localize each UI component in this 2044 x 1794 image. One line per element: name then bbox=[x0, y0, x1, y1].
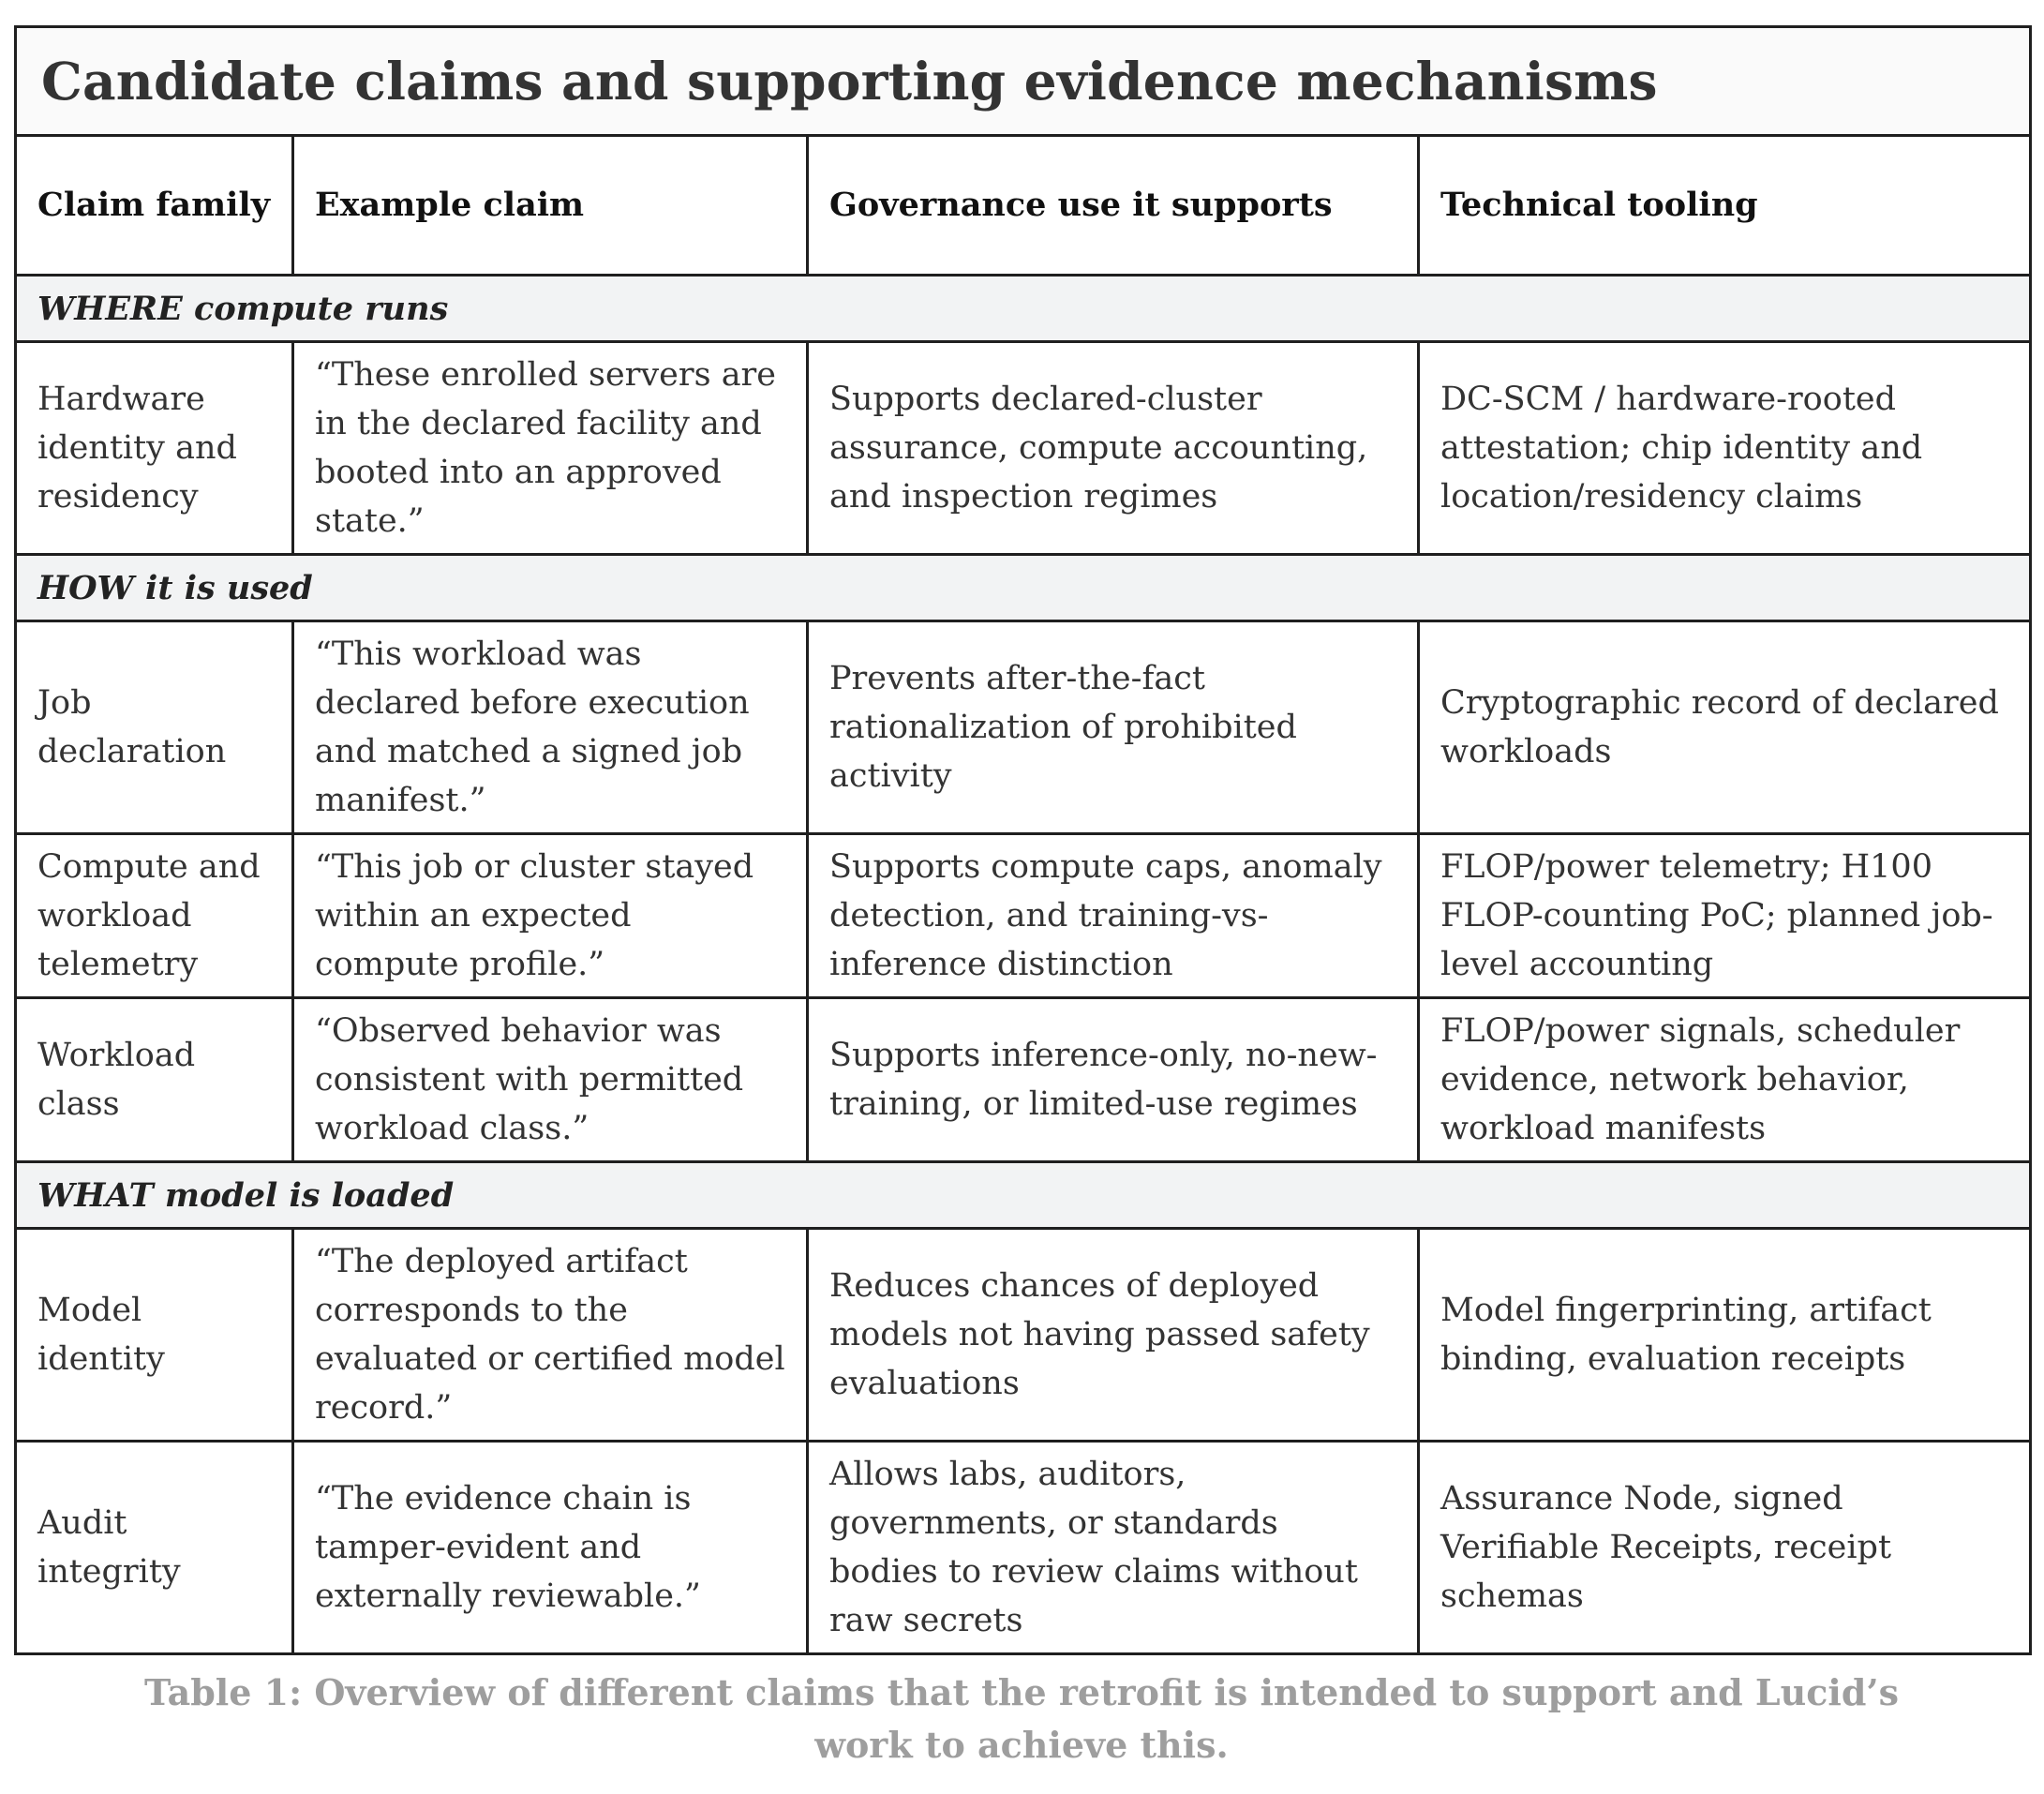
header-claim-family: Claim family bbox=[14, 134, 294, 277]
table-header-row: Claim family Example claim Governance us… bbox=[14, 134, 2032, 277]
example-claim-cell: “Observed behavior was consistent with p… bbox=[291, 996, 809, 1163]
section-row-where: WHERE compute runs bbox=[14, 274, 2032, 343]
claim-family-cell: Workload class bbox=[14, 996, 294, 1163]
claims-table: Candidate claims and supporting evidence… bbox=[14, 25, 2032, 1655]
table-title: Candidate claims and supporting evidence… bbox=[14, 25, 2032, 137]
governance-use-cell: Supports declared-cluster assurance, com… bbox=[806, 340, 1420, 556]
table-row: Hardware identity and residency “These e… bbox=[14, 340, 2032, 556]
governance-use-cell: Prevents after-the-fact rationalization … bbox=[806, 620, 1420, 835]
header-example-claim: Example claim bbox=[291, 134, 809, 277]
table-caption: Table 1: Overview of different claims th… bbox=[143, 1671, 1900, 1766]
example-claim-cell: “The deployed artifact corresponds to th… bbox=[291, 1227, 809, 1443]
example-claim-cell: “These enrolled servers are in the decla… bbox=[291, 340, 809, 556]
claim-family-cell: Model identity bbox=[14, 1227, 294, 1443]
section-label: WHERE compute runs bbox=[14, 274, 2032, 343]
table-row: Model identity “The deployed artifact co… bbox=[14, 1227, 2032, 1443]
table-row: Compute and workload telemetry “This job… bbox=[14, 832, 2032, 999]
claim-family-cell: Job declaration bbox=[14, 620, 294, 835]
table-row: Audit integrity “The evidence chain is t… bbox=[14, 1440, 2032, 1655]
example-claim-cell: “This workload was declared before execu… bbox=[291, 620, 809, 835]
technical-tooling-cell: Cryptographic record of declared workloa… bbox=[1417, 620, 2032, 835]
claim-family-cell: Compute and workload telemetry bbox=[14, 832, 294, 999]
governance-use-cell: Supports compute caps, anomaly detection… bbox=[806, 832, 1420, 999]
section-label: HOW it is used bbox=[14, 553, 2032, 622]
example-claim-cell: “This job or cluster stayed within an ex… bbox=[291, 832, 809, 999]
technical-tooling-cell: FLOP/power telemetry; H100 FLOP-counting… bbox=[1417, 832, 2032, 999]
claims-table-container: Candidate claims and supporting evidence… bbox=[14, 25, 2032, 1655]
table-row: Workload class “Observed behavior was co… bbox=[14, 996, 2032, 1163]
section-row-what: WHAT model is loaded bbox=[14, 1160, 2032, 1230]
governance-use-cell: Allows labs, auditors, governments, or s… bbox=[806, 1440, 1420, 1655]
section-row-how: HOW it is used bbox=[14, 553, 2032, 622]
header-governance-use: Governance use it supports bbox=[806, 134, 1420, 277]
governance-use-cell: Supports inference-only, no-new-training… bbox=[806, 996, 1420, 1163]
claim-family-cell: Hardware identity and residency bbox=[14, 340, 294, 556]
governance-use-cell: Reduces chances of deployed models not h… bbox=[806, 1227, 1420, 1443]
section-label: WHAT model is loaded bbox=[14, 1160, 2032, 1230]
table-title-row: Candidate claims and supporting evidence… bbox=[14, 25, 2032, 137]
technical-tooling-cell: FLOP/power signals, scheduler evidence, … bbox=[1417, 996, 2032, 1163]
technical-tooling-cell: Model fingerprinting, artifact binding, … bbox=[1417, 1227, 2032, 1443]
table-row: Job declaration “This workload was decla… bbox=[14, 620, 2032, 835]
example-claim-cell: “The evidence chain is tamper-evident an… bbox=[291, 1440, 809, 1655]
technical-tooling-cell: DC-SCM / hardware-rooted attestation; ch… bbox=[1417, 340, 2032, 556]
technical-tooling-cell: Assurance Node, signed Verifiable Receip… bbox=[1417, 1440, 2032, 1655]
header-technical-tooling: Technical tooling bbox=[1417, 134, 2032, 277]
claim-family-cell: Audit integrity bbox=[14, 1440, 294, 1655]
